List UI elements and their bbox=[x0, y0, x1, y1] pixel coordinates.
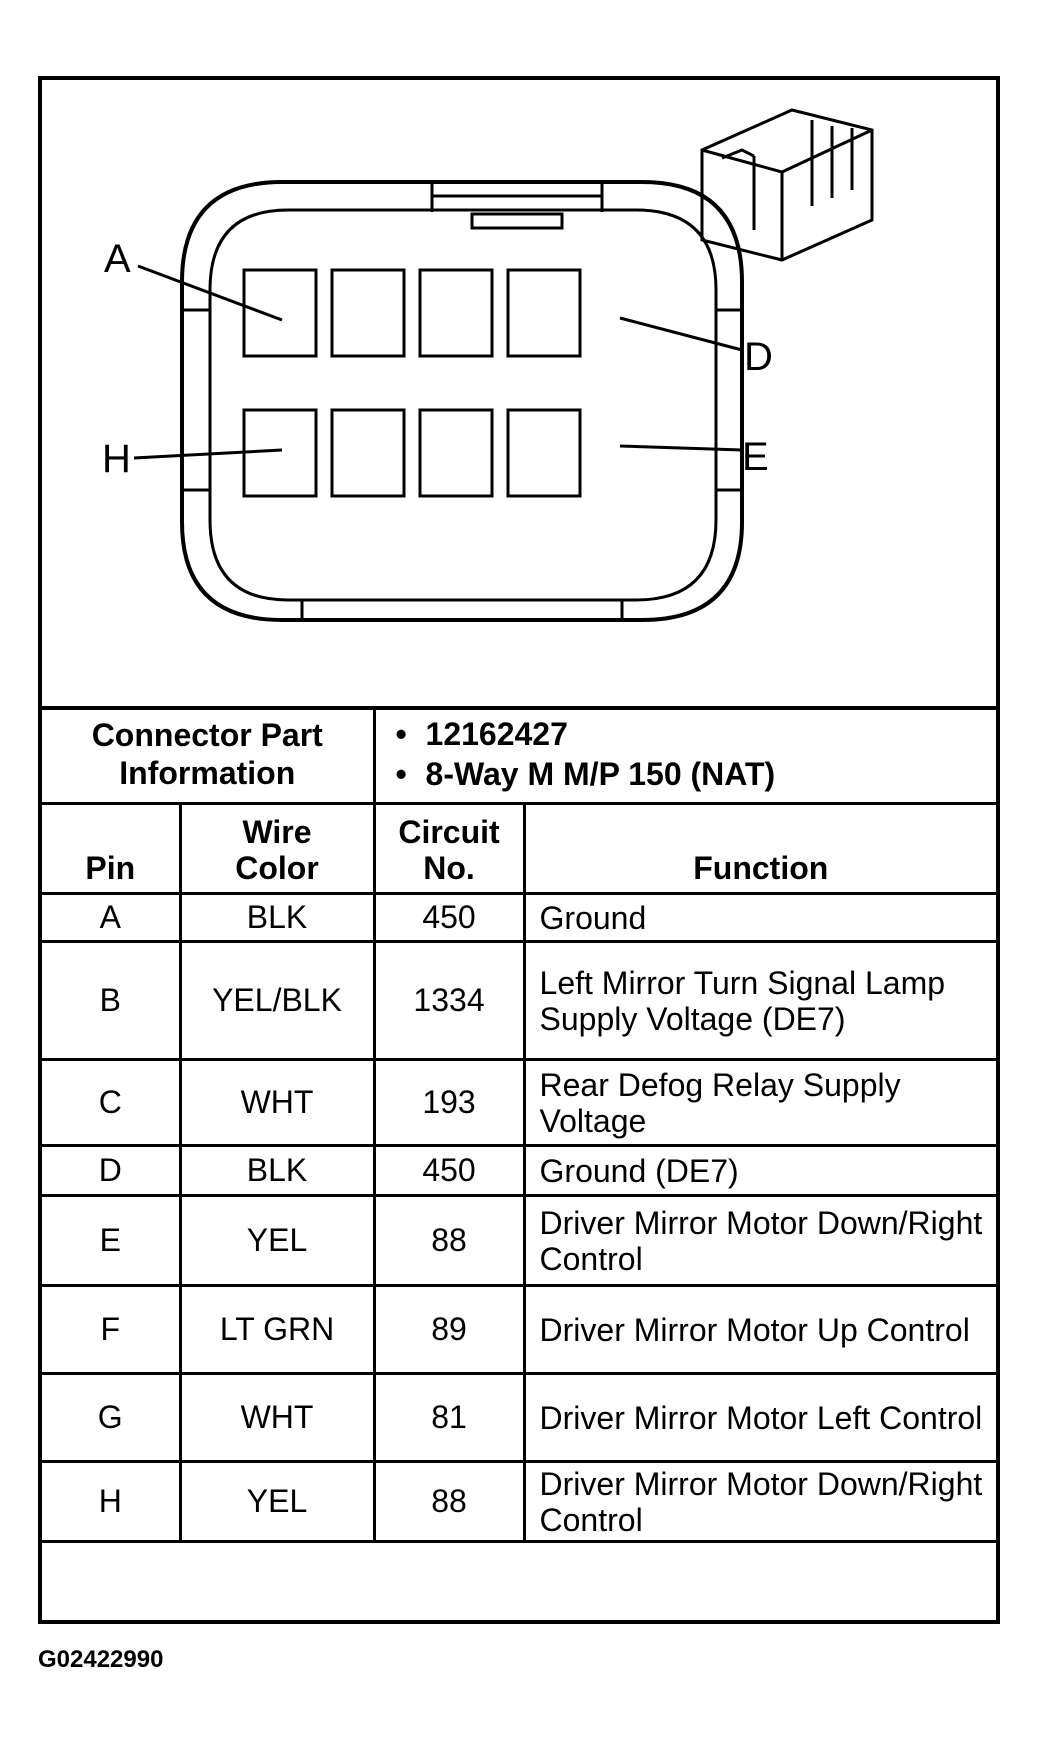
cell-circuit: 1334 bbox=[372, 940, 526, 1061]
leader-line-d bbox=[619, 316, 743, 352]
cell-pin: B bbox=[42, 940, 182, 1061]
cell-function: Driver Mirror Motor Down/Right Control bbox=[522, 1460, 997, 1543]
pin-cavity bbox=[242, 408, 318, 498]
cell-function: Driver Mirror Motor Down/Right Control bbox=[522, 1194, 997, 1287]
column-pin: Pin bbox=[42, 802, 182, 895]
pin-cavity bbox=[506, 408, 582, 498]
connector-part-info-row: Connector Part Information 12162427 8-Wa… bbox=[42, 706, 997, 805]
cell-function: Ground bbox=[522, 893, 997, 943]
connector-part-info-values: 12162427 8-Way M M/P 150 (NAT) bbox=[372, 706, 997, 805]
column-function: Function bbox=[522, 802, 997, 895]
pin-cavity bbox=[330, 408, 406, 498]
cell-function: Rear Defog Relay Supply Voltage bbox=[522, 1058, 997, 1147]
connector-housing-outer bbox=[180, 180, 744, 622]
cell-pin: C bbox=[42, 1058, 182, 1147]
connector-side-ribs bbox=[182, 308, 742, 492]
connector-latch bbox=[430, 184, 604, 212]
pin-cavity bbox=[330, 268, 406, 358]
cell-wire-color: LT GRN bbox=[178, 1284, 376, 1375]
cell-pin: D bbox=[42, 1144, 182, 1197]
connector-diagram-frame: A D H E Connector Part Information 12162… bbox=[38, 76, 1000, 1624]
cell-function: Ground (DE7) bbox=[522, 1144, 997, 1197]
pin-cavity bbox=[506, 268, 582, 358]
cell-wire-color: YEL bbox=[178, 1194, 376, 1287]
connector-bottom-key bbox=[300, 600, 624, 618]
connector-housing-inner bbox=[208, 208, 718, 602]
connector-3d-icon bbox=[700, 108, 874, 262]
cell-pin: F bbox=[42, 1284, 182, 1375]
pin-label-d: D bbox=[744, 335, 773, 379]
cell-pin: H bbox=[42, 1460, 182, 1543]
cell-circuit: 193 bbox=[372, 1058, 526, 1147]
connector-latch-tab bbox=[470, 212, 564, 230]
leader-line-a bbox=[137, 264, 283, 322]
figure-id: G02422990 bbox=[38, 1646, 164, 1673]
pin-cavity bbox=[418, 408, 494, 498]
cell-function: Driver Mirror Motor Left Control bbox=[522, 1372, 997, 1463]
cell-wire-color: WHT bbox=[178, 1372, 376, 1463]
cell-pin: G bbox=[42, 1372, 182, 1463]
pin-label-a: A bbox=[104, 237, 131, 281]
cell-wire-color: BLK bbox=[178, 1144, 376, 1197]
pin-label-e: E bbox=[742, 435, 769, 479]
cell-circuit: 450 bbox=[372, 893, 526, 943]
cell-pin: E bbox=[42, 1194, 182, 1287]
pin-cavities bbox=[242, 268, 582, 498]
cell-circuit: 89 bbox=[372, 1284, 526, 1375]
leader-line-h bbox=[133, 448, 283, 460]
cell-circuit: 88 bbox=[372, 1194, 526, 1287]
connector-part-info-label: Connector Part Information bbox=[42, 706, 376, 805]
cell-function: Left Mirror Turn Signal Lamp Supply Volt… bbox=[522, 940, 997, 1061]
cell-pin: A bbox=[42, 893, 182, 943]
leader-line-e bbox=[619, 444, 743, 452]
connector-face-view: A D H E bbox=[42, 80, 996, 710]
pin-cavity bbox=[418, 268, 494, 358]
connector-face-drawing: A D H E bbox=[102, 108, 874, 622]
part-number: 12162427 bbox=[396, 714, 996, 754]
cell-wire-color: BLK bbox=[178, 893, 376, 943]
pin-label-h: H bbox=[102, 437, 131, 481]
cell-wire-color: WHT bbox=[178, 1058, 376, 1147]
cell-function: Driver Mirror Motor Up Control bbox=[522, 1284, 997, 1375]
connector-pinout-table: Connector Part Information 12162427 8-Wa… bbox=[42, 706, 997, 1543]
connector-description: 8-Way M M/P 150 (NAT) bbox=[396, 754, 996, 794]
cell-circuit: 81 bbox=[372, 1372, 526, 1463]
pin-cavity bbox=[242, 268, 318, 358]
cell-wire-color: YEL bbox=[178, 1460, 376, 1543]
cell-wire-color: YEL/BLK bbox=[178, 940, 376, 1061]
cell-circuit: 88 bbox=[372, 1460, 526, 1543]
cell-circuit: 450 bbox=[372, 1144, 526, 1197]
